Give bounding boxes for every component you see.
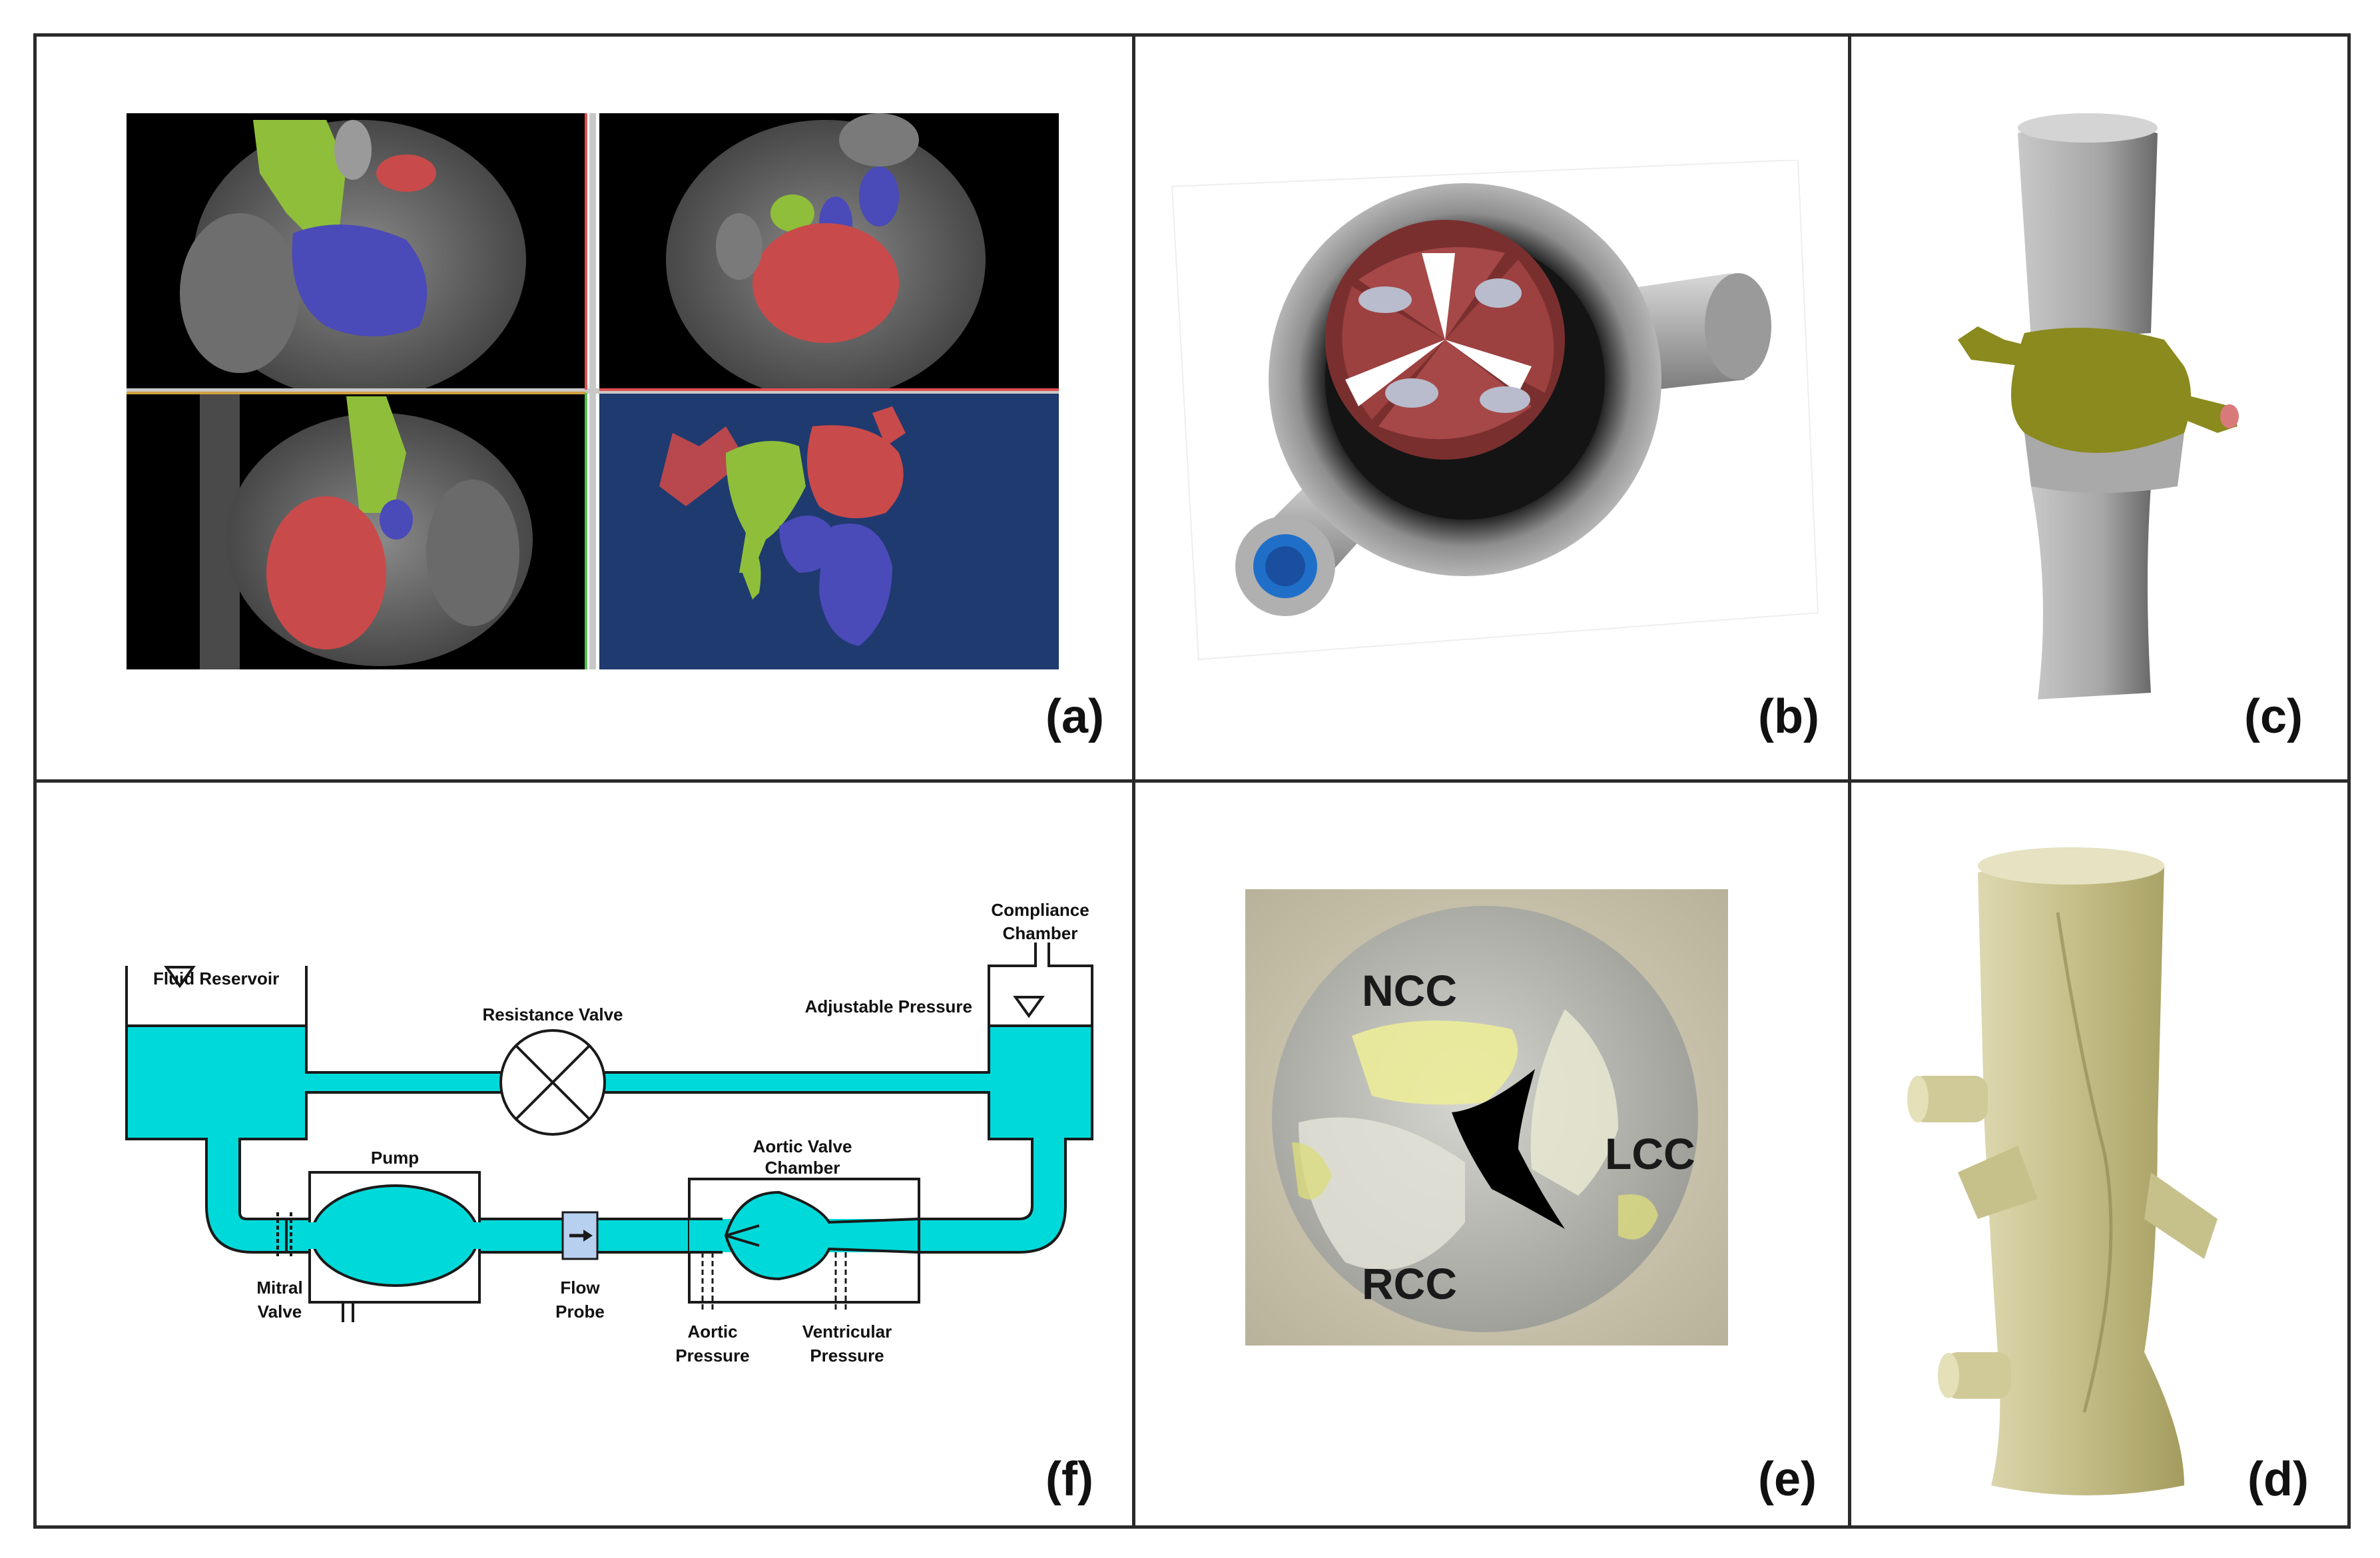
panel-b-label: (b) xyxy=(1758,690,1819,743)
label-ventricular-pressure-2: Pressure xyxy=(810,1346,884,1365)
ct-view-sagittal xyxy=(127,113,586,400)
label-adjustable-pressure: Adjustable Pressure xyxy=(805,996,972,1016)
label-mitral-valve-1: Mitral xyxy=(256,1278,302,1298)
flow-loop-schematic: Fluid Reservoir Resistance Valve Complia… xyxy=(125,900,1093,1365)
panel-d-label: (d) xyxy=(2247,1453,2309,1506)
label-flow-probe-1: Flow xyxy=(560,1278,600,1298)
ct-view-coronal xyxy=(127,393,586,669)
label-aortic-pressure-1: Aortic xyxy=(687,1322,737,1342)
label-ventricular-pressure-1: Ventricular xyxy=(802,1322,892,1342)
label-ncc: NCC xyxy=(1362,966,1457,1015)
label-flow-probe-2: Probe xyxy=(555,1302,605,1322)
printed-aortic-root-photo xyxy=(1907,847,2218,1495)
panel-e-label: (e) xyxy=(1758,1453,1817,1506)
label-aortic-valve-chamber-1: Aortic Valve xyxy=(753,1136,852,1156)
ct-view-axial xyxy=(599,113,1059,400)
label-lcc: LCC xyxy=(1605,1129,1695,1178)
pump-symbol xyxy=(306,1171,483,1322)
panel-f-label: (f) xyxy=(1045,1453,1093,1506)
label-compliance-chamber-1: Compliance xyxy=(991,900,1089,920)
label-resistance-valve: Resistance Valve xyxy=(482,1004,623,1024)
aortic-root-cad-model xyxy=(1958,113,2239,699)
label-aortic-valve-chamber-2: Chamber xyxy=(765,1158,840,1178)
label-pump: Pump xyxy=(371,1148,419,1168)
label-aortic-pressure-2: Pressure xyxy=(675,1346,749,1365)
ct-segmentation-views xyxy=(127,113,1059,669)
label-rcc: RCC xyxy=(1362,1259,1457,1308)
panel-a-label: (a) xyxy=(1045,690,1104,743)
valve-chamber-cad-model xyxy=(1171,160,1819,661)
label-mitral-valve-2: Valve xyxy=(258,1302,302,1322)
panel-c-label: (c) xyxy=(2244,690,2303,743)
label-fluid-reservoir: Fluid Reservoir xyxy=(153,969,279,988)
aortic-valve-chamber-symbol xyxy=(688,1178,920,1312)
resistance-valve-symbol xyxy=(499,1029,606,1136)
flow-probe-symbol xyxy=(561,1211,599,1260)
printed-valve-photo: NCC LCC RCC xyxy=(1245,889,1728,1346)
fluid-reservoir-tank xyxy=(125,1024,1093,1254)
label-compliance-chamber-2: Chamber xyxy=(1003,923,1078,943)
mitral-valve-symbol xyxy=(276,1212,292,1259)
segmentation-3d-render xyxy=(599,393,1059,669)
